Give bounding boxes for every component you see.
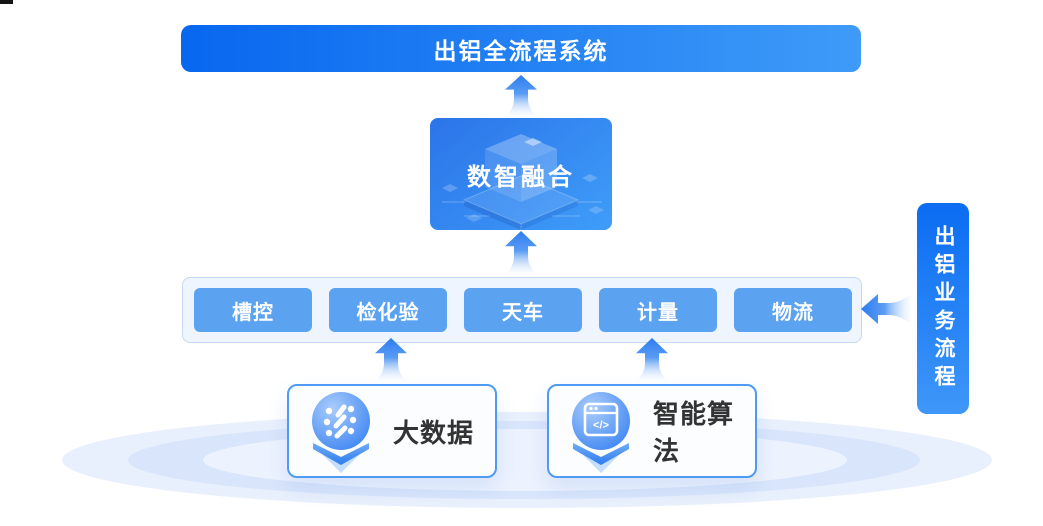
process-chip-label: 天车 xyxy=(502,301,544,324)
process-chip-label: 计量 xyxy=(637,301,679,324)
process-chip-logistics: 物流 xyxy=(734,288,852,332)
big-data-sphere-icon xyxy=(312,392,370,473)
process-row: 槽控 检化验 天车 计量 物流 xyxy=(182,277,862,343)
side-label-text: 出铝业务流程 xyxy=(932,224,955,393)
process-chip-metering: 计量 xyxy=(599,288,717,332)
screen-corner-artifact xyxy=(0,0,13,4)
smart-algorithm-card-label: 智能算法 xyxy=(653,399,735,466)
big-data-card-label: 大数据 xyxy=(393,417,475,448)
top-banner-full-process-system: 出铝全流程系统 xyxy=(181,25,861,72)
fusion-node: 数智融合 xyxy=(430,118,612,230)
isometric-cube-chip-icon xyxy=(442,134,604,230)
arrow-up-fusion-to-banner-icon xyxy=(505,75,537,117)
process-chip-cell-control: 槽控 xyxy=(194,288,312,332)
arrow-up-row-to-fusion-icon xyxy=(505,231,537,275)
side-label-business-process: 出铝业务流程 xyxy=(917,203,969,414)
arrow-up-bigdata-to-row-icon xyxy=(375,338,407,382)
big-data-card: 大数据 xyxy=(287,384,497,478)
arrow-up-algorithm-to-row-icon xyxy=(636,338,668,382)
process-chip-label: 检化验 xyxy=(356,301,420,324)
fusion-node-label: 数智融合 xyxy=(467,163,575,191)
arrow-left-sidelabel-to-row-icon xyxy=(861,293,913,325)
smart-algorithm-card: </> 智能算法 xyxy=(547,384,757,478)
process-chip-label: 槽控 xyxy=(232,301,274,324)
process-chip-crane: 天车 xyxy=(464,288,582,332)
code-glyph: </> xyxy=(593,420,609,432)
process-chip-inspection: 检化验 xyxy=(329,288,447,332)
top-banner-label: 出铝全流程系统 xyxy=(433,37,609,64)
code-window-sphere-icon: </> xyxy=(572,392,630,473)
process-chip-label: 物流 xyxy=(772,301,814,324)
